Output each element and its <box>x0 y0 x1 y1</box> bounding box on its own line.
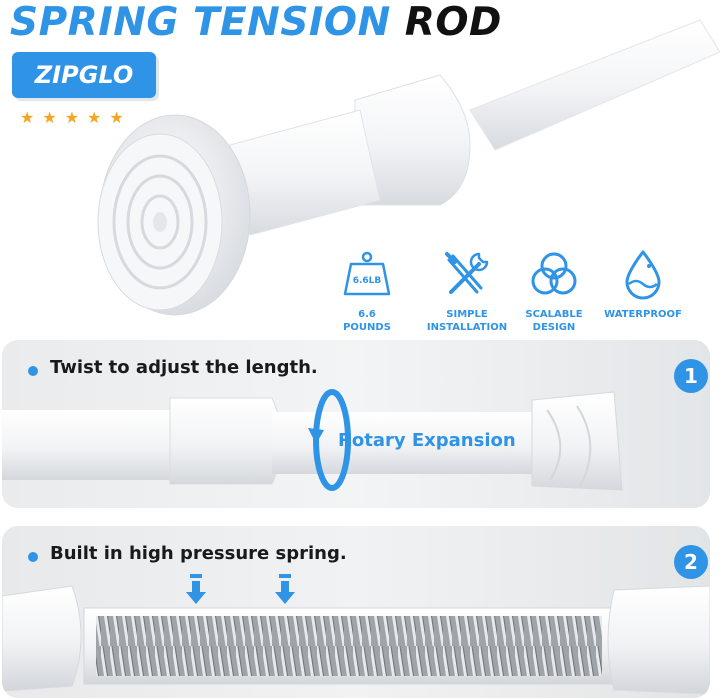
bullet-2 <box>28 552 38 562</box>
step-1-badge: 1 <box>674 359 708 393</box>
weight-badge-text: 6.6LB <box>353 276 382 286</box>
rotary-expansion-label: Rotary Expansion <box>338 430 516 451</box>
panel-1-caption: Twist to adjust the length. <box>50 357 318 378</box>
panel-2-caption: Built in high pressure spring. <box>50 543 347 564</box>
page-title: SPRING TENSION ROD <box>10 0 502 46</box>
feature-label-line2: INSTALLATION <box>426 322 508 333</box>
tools-icon <box>445 252 489 294</box>
feature-installation: SIMPLE INSTALLATION <box>422 248 512 334</box>
panel-2-illustration <box>2 526 710 698</box>
title-part-1: SPRING TENSION <box>10 0 391 45</box>
triangle-knot-icon <box>531 252 577 295</box>
panel-1-illustration <box>2 340 710 508</box>
feature-label-line1: SIMPLE <box>446 309 488 320</box>
arrow-down-icon <box>275 574 295 604</box>
feature-label-line2: DESIGN <box>532 322 576 333</box>
rating-stars: ★★★★★ <box>20 108 132 127</box>
brand-badge: ZIPGLO <box>12 52 156 98</box>
panel-rotary <box>2 340 710 508</box>
feature-scalable: SCALABLE DESIGN <box>509 248 599 334</box>
feature-label-line2: POUNDS <box>343 322 391 333</box>
feature-weight: 6.6LB 6.6 POUNDS <box>322 248 412 334</box>
feature-label-line1: SCALABLE <box>525 309 583 320</box>
weight-icon: 6.6LB <box>343 251 391 296</box>
bullet-1 <box>28 366 38 376</box>
feature-label-line1: 6.6 <box>358 309 376 320</box>
water-drop-icon <box>625 250 661 300</box>
title-part-2: ROD <box>404 0 502 45</box>
hero-product-image <box>97 19 720 316</box>
arrow-down-icon <box>186 574 206 604</box>
brand-name: ZIPGLO <box>34 61 134 89</box>
feature-label-line1: WATERPROOF <box>604 309 682 320</box>
panel-spring <box>2 526 710 698</box>
feature-waterproof: WATERPROOF <box>598 248 688 321</box>
step-2-badge: 2 <box>674 545 708 579</box>
